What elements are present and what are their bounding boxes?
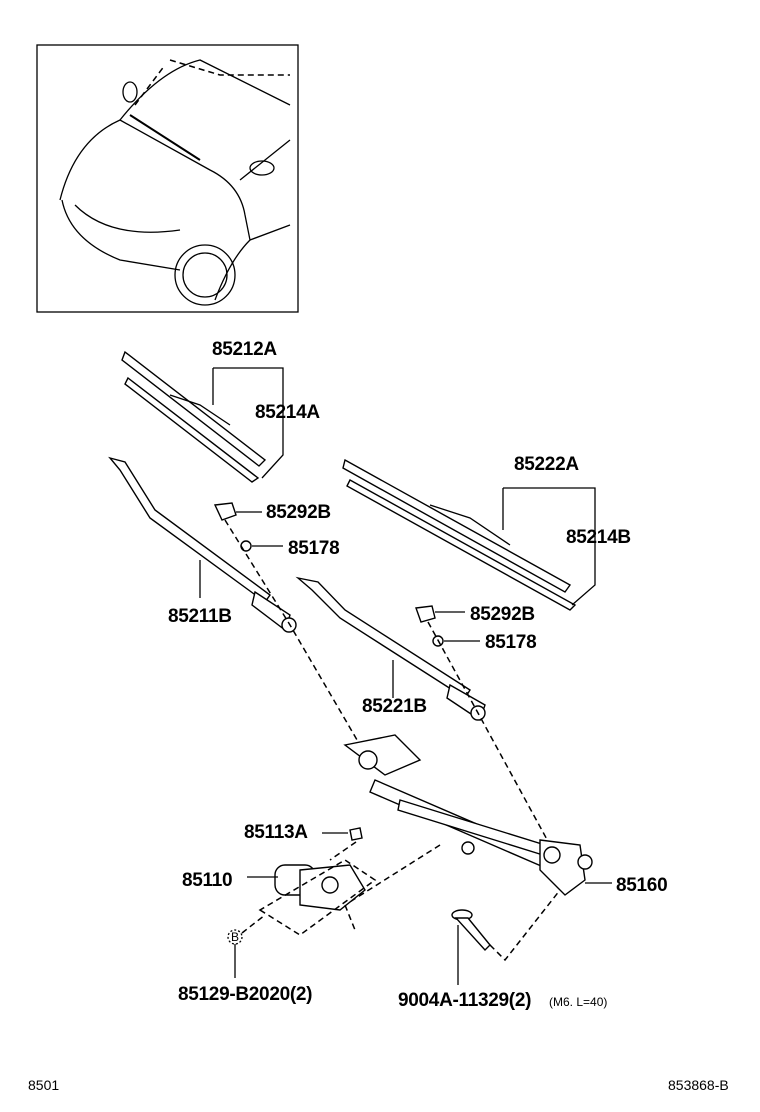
label-85178-left: 85178 — [288, 538, 339, 559]
label-85113A: 85113A — [244, 822, 308, 843]
bolt-marker-b: B — [227, 929, 243, 945]
label-85214B: 85214B — [566, 527, 631, 548]
motor-cap — [349, 827, 363, 841]
label-9004A-11329: 9004A-11329(2) — [398, 990, 531, 1011]
label-85129-B2020: 85129-B2020(2) — [178, 984, 312, 1005]
cap-right — [415, 605, 436, 623]
section-code: 8501 — [28, 1077, 59, 1093]
label-85214A: 85214A — [255, 402, 320, 423]
right-wiper-blade — [342, 458, 577, 611]
label-85222A: 85222A — [514, 454, 579, 475]
illustration-id: 853868-B — [668, 1077, 729, 1093]
wiper-motor — [258, 859, 377, 936]
wiper-link-assy — [343, 734, 593, 896]
label-85211B: 85211B — [168, 606, 232, 627]
label-85292B-left: 85292B — [266, 502, 331, 523]
label-85178-right: 85178 — [485, 632, 536, 653]
left-wiper-blade — [121, 350, 267, 483]
label-85292B-right: 85292B — [470, 604, 535, 625]
label-85212A: 85212A — [212, 339, 277, 360]
label-bolt-spec: (M6. L=40) — [549, 995, 607, 1009]
label-85160: 85160 — [616, 875, 667, 896]
vehicle-inset — [36, 44, 299, 313]
bolt-marker-label: B — [231, 930, 239, 944]
right-wiper-arm — [295, 576, 486, 722]
cap-left — [213, 502, 237, 521]
label-85110: 85110 — [182, 870, 232, 891]
label-85221B: 85221B — [362, 696, 427, 717]
